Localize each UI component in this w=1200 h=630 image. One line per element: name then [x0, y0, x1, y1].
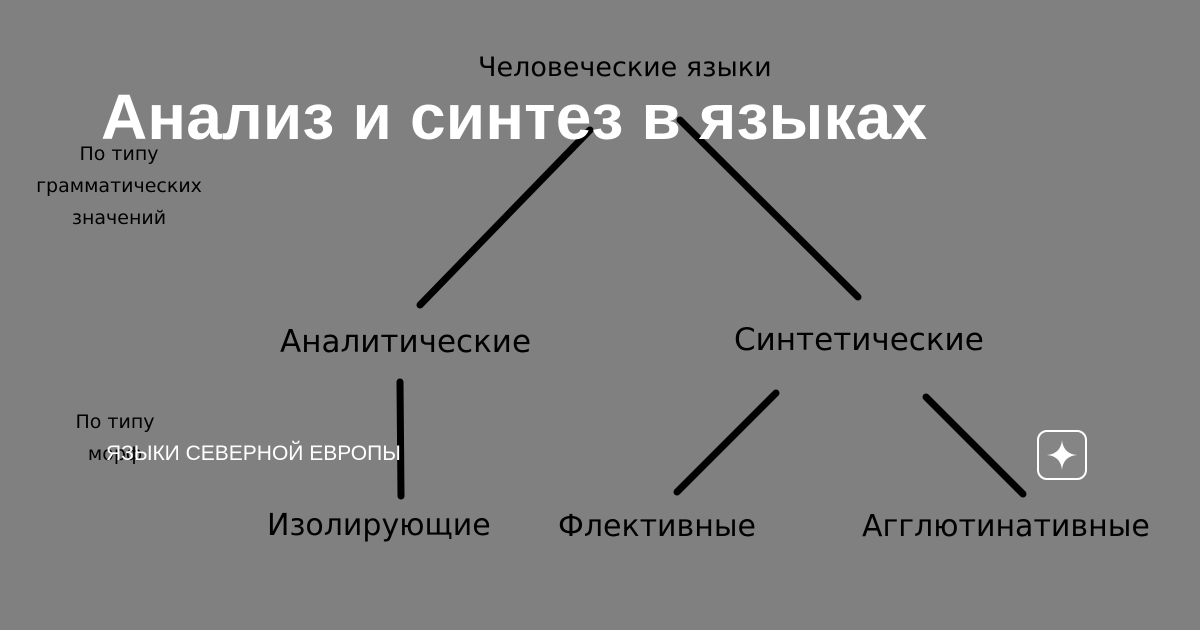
- channel-name[interactable]: ЯЗЫКИ СЕВЕРНОЙ ЕВРОПЫ: [106, 442, 401, 465]
- edge-synthetic-agglutinative: [922, 393, 1027, 498]
- sparkle-icon: [1047, 440, 1077, 470]
- zen-badge: [1037, 430, 1087, 480]
- edge-root-analytic: [416, 126, 594, 309]
- node-synthetic: Синтетические: [734, 322, 984, 358]
- classification-label-grammatical: По типу грамматических значений: [36, 143, 202, 229]
- edge-synthetic-flective: [673, 389, 780, 496]
- article-title: Анализ и синтез в языках: [101, 81, 928, 153]
- node-analytic: Аналитические: [280, 324, 532, 360]
- classification-label-morphological: По типу морф: [75, 411, 155, 465]
- edge-analytic-isolating: [396, 378, 405, 500]
- node-flective: Флективные: [558, 509, 756, 544]
- node-agglutinative: Агглютинативные: [862, 509, 1150, 544]
- edge-root-synthetic: [676, 116, 862, 301]
- root-node-human-languages: Человеческие языки: [478, 52, 772, 83]
- node-isolating: Изолирующие: [267, 508, 491, 543]
